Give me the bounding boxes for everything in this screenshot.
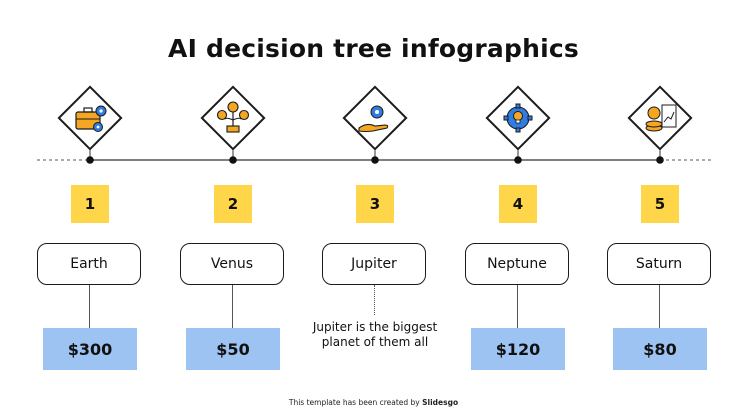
step-number-badge: 1 (71, 185, 109, 223)
hand-gear-icon (358, 105, 389, 133)
step-name-box: Venus (180, 243, 284, 285)
timeline-node (514, 156, 522, 164)
timeline-node (656, 156, 664, 164)
coins-chart-icon (645, 104, 677, 132)
briefcase-gears-icon (75, 105, 107, 132)
step-1: 1 Earth $300 (30, 0, 150, 420)
timeline-node (371, 156, 379, 164)
step-stem-line (232, 285, 233, 328)
timeline-node (229, 156, 237, 164)
step-value-box: $300 (43, 328, 137, 370)
step-3: 3 Jupiter Jupiter is the biggest planet … (313, 0, 437, 420)
step-stem-dotted-line (374, 285, 375, 315)
step-stem-line (659, 285, 660, 328)
step-number-badge: 2 (214, 185, 252, 223)
timeline-node (86, 156, 94, 164)
step-name-box: Jupiter (322, 243, 426, 285)
step-5: 5 Saturn $80 (600, 0, 720, 420)
footer-credit: This template has been created by Slides… (0, 398, 747, 407)
page-title: AI decision tree infographics (168, 34, 579, 63)
step-name-box: Earth (37, 243, 141, 285)
step-2: 2 Venus $50 (173, 0, 293, 420)
money-plant-icon (216, 101, 250, 133)
step-name-box: Saturn (607, 243, 711, 285)
step-number-badge: 4 (499, 185, 537, 223)
step-4: 4 Neptune $120 (458, 0, 578, 420)
step-number-badge: 3 (356, 185, 394, 223)
footer-text: This template has been created by (288, 398, 420, 407)
step-number-badge: 5 (641, 185, 679, 223)
step-stem-line (89, 285, 90, 328)
step-value-box: $80 (613, 328, 707, 370)
step-description: Jupiter is the biggest planet of them al… (312, 320, 438, 349)
footer-brand[interactable]: Slidesgo (422, 398, 459, 407)
step-stem-line (517, 285, 518, 328)
step-value-box: $120 (471, 328, 565, 370)
gear-lightbulb-icon (503, 103, 533, 133)
step-value-box: $50 (186, 328, 280, 370)
step-name-box: Neptune (465, 243, 569, 285)
